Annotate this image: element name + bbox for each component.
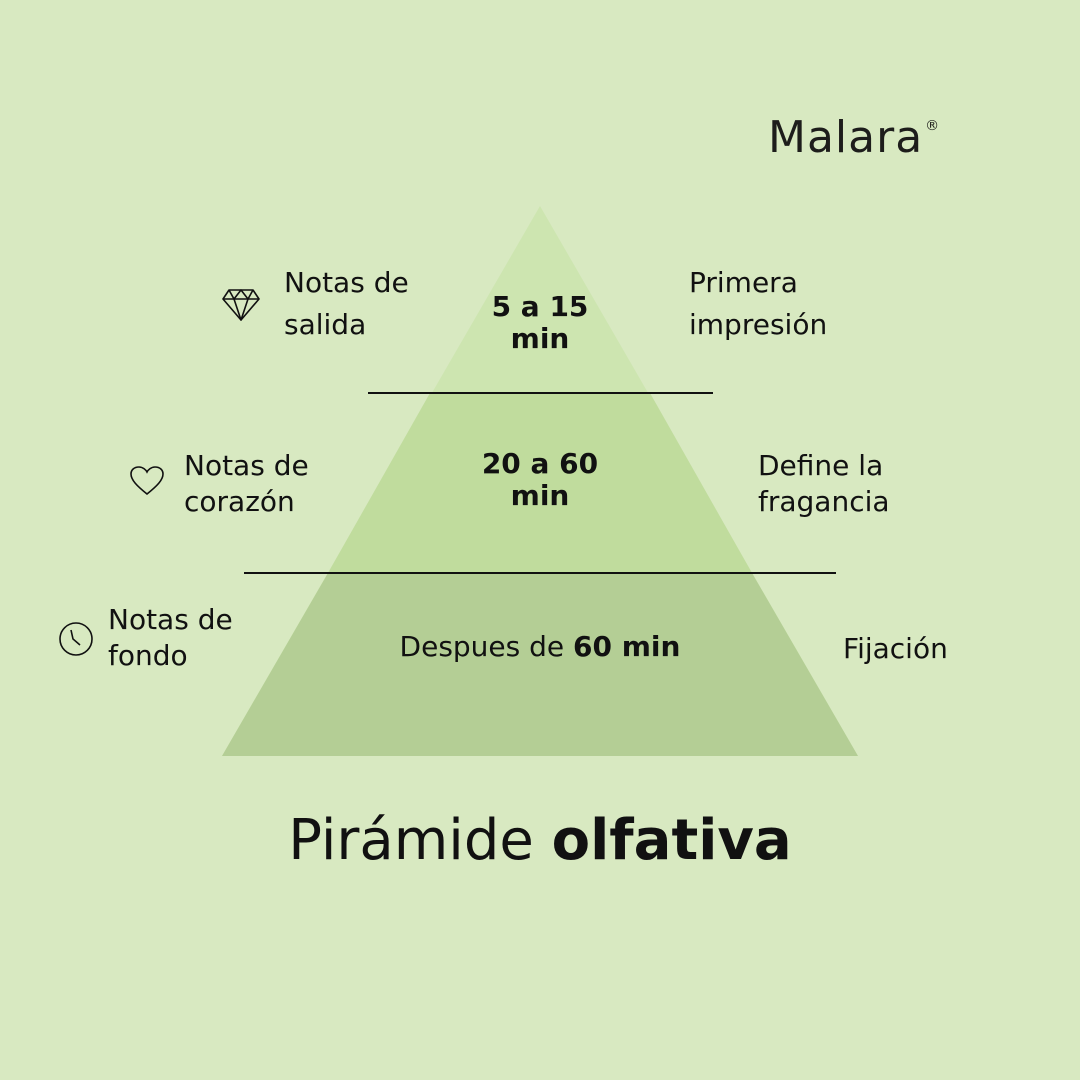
clock-icon (59, 622, 93, 656)
brand-name: Malara (768, 112, 924, 163)
tier2-right-line2: fragancia (758, 485, 890, 518)
tier3-right-line1: Fijación (843, 632, 948, 665)
tier3-right-label: Fijación (843, 631, 948, 667)
tier2-left-line2: corazón (184, 485, 295, 518)
title-regular: Pirámide (288, 808, 552, 873)
tier3-duration-prefix: Despues de (399, 630, 574, 663)
tier1-left-line1: Notas de (284, 266, 409, 299)
brand-logo: Malara® (768, 112, 940, 163)
tier1-right-line2: impresión (689, 308, 828, 341)
tier2-right-line1: Define la (758, 449, 884, 482)
tier1-left-line2: salida (284, 308, 367, 341)
tier3-duration: Despues de 60 min (340, 630, 740, 663)
tier2-duration-line2: min (510, 479, 570, 512)
pyramid-bottom-tier (222, 573, 858, 756)
tier1-left-label: Notas de salida (284, 265, 409, 343)
tier1-right-label: Primera impresión (689, 265, 827, 343)
tier2-duration: 20 a 60 min (420, 448, 660, 512)
page-title: Pirámide olfativa (0, 808, 1080, 873)
tier3-duration-bold: 60 min (573, 630, 681, 663)
heart-icon (130, 466, 164, 496)
tier1-right-line1: Primera (689, 266, 798, 299)
tier3-left-label: Notas de fondo (108, 602, 233, 674)
tier2-left-line1: Notas de (184, 449, 309, 482)
tier3-left-line1: Notas de (108, 603, 233, 636)
tier1-duration: 5 a 15 min (440, 291, 640, 355)
registered-mark: ® (925, 118, 941, 134)
tier1-duration-line2: min (510, 322, 570, 355)
title-bold: olfativa (551, 808, 792, 873)
tier2-left-label: Notas de corazón (184, 448, 309, 520)
tier1-duration-line1: 5 a 15 (491, 290, 589, 323)
tier2-right-label: Define la fragancia (758, 448, 890, 520)
tier2-duration-line1: 20 a 60 (481, 447, 599, 480)
pyramid-middle-tier (328, 393, 752, 573)
tier3-left-line2: fondo (108, 639, 188, 672)
diamond-icon (222, 289, 260, 321)
